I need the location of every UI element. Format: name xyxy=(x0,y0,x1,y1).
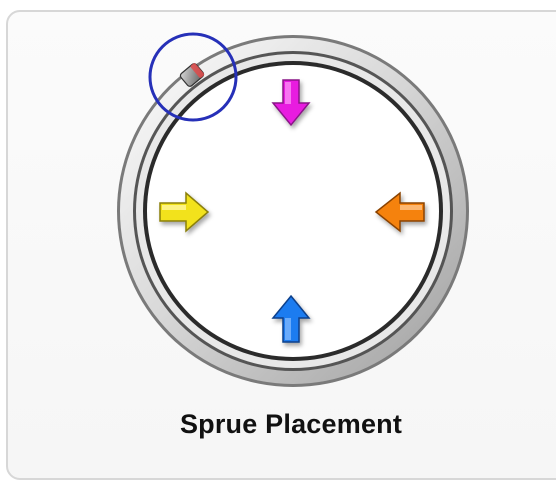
arrow-right-icon[interactable] xyxy=(159,191,210,233)
sprue-placement-widget: Sprue Placement xyxy=(6,10,556,480)
highlight-circle xyxy=(148,32,238,122)
arrow-left-icon[interactable] xyxy=(374,191,425,233)
arrow-up-icon[interactable] xyxy=(271,294,311,343)
sprue-ring-graphic xyxy=(117,32,469,387)
sprue-handle-icon[interactable] xyxy=(179,62,205,87)
arrow-down-icon[interactable] xyxy=(271,79,311,127)
sprue-placement-caption: Sprue Placement xyxy=(179,409,403,439)
sprue-ring[interactable] xyxy=(117,35,469,387)
